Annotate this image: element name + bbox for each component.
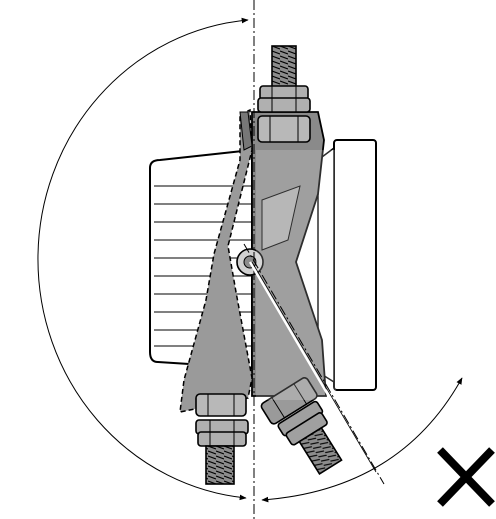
bottom-stud-assembly [195, 393, 249, 485]
cross-mark-icon [437, 447, 495, 507]
top-nut [257, 85, 311, 113]
bottom-washer [195, 393, 247, 417]
rotation-arc-left [37, 17, 249, 501]
rotation-arc-right [261, 377, 463, 503]
faded-overlay [256, 150, 336, 400]
bracket-tilted-position [179, 108, 253, 413]
top-stud-assembly [257, 45, 311, 143]
top-washer [257, 115, 311, 143]
bottom-nut [195, 419, 249, 447]
